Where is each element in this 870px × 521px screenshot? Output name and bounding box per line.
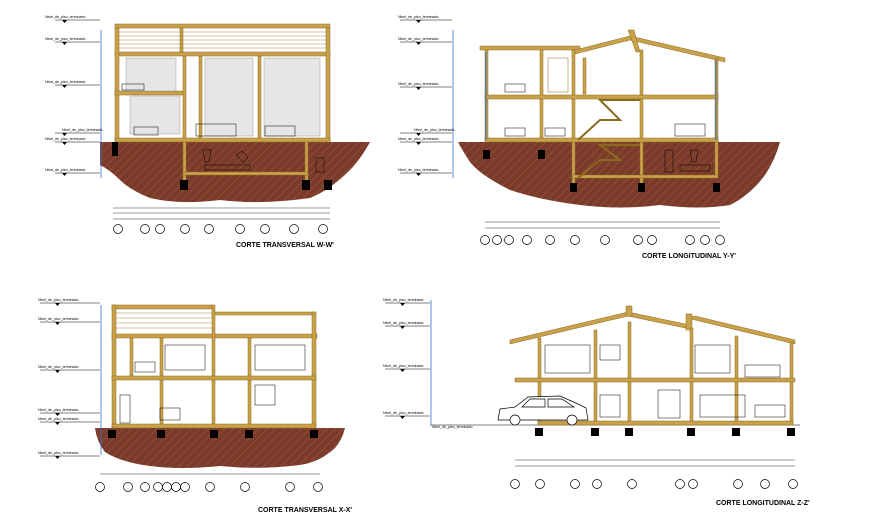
section-c-title: CORTE TRANSVERSAL X-X'	[258, 507, 352, 514]
level-markers-d	[385, 302, 430, 417]
axis-bubbles-a	[113, 224, 328, 234]
section-d-title: CORTE LONGITUDINAL Z-Z'	[716, 500, 810, 507]
level-label: Nivel_de_piso_terminado	[38, 451, 79, 455]
footings-d	[535, 428, 795, 436]
level-label: Nivel_de_piso_terminado	[38, 408, 79, 412]
structure-c	[111, 304, 318, 429]
level-triangles-b	[416, 20, 421, 176]
level-label: Nivel_de_piso_terminado	[38, 365, 79, 369]
axis-bubbles-b	[480, 235, 725, 245]
level-label: Nivel_de_piso_terminado	[414, 128, 455, 132]
furniture-b	[504, 83, 711, 173]
footings-c	[108, 430, 318, 438]
furniture-d	[544, 344, 786, 419]
level-label: Nivel_de_piso_terminado	[398, 37, 439, 41]
level-label: Nivel_de_piso_terminado	[398, 82, 439, 86]
furniture-a	[121, 83, 325, 173]
dimension-lines-d	[515, 459, 795, 467]
dimension-lines-a	[113, 207, 330, 220]
level-triangles-d	[400, 303, 405, 419]
section-b-longitudinal-y: Nivel_de_piso_terminado Nivel_de_piso_te…	[398, 15, 780, 260]
curtains-a	[125, 57, 321, 137]
level-label: Nivel_de_piso_terminado	[38, 317, 79, 321]
level-label: Nivel_de_piso_terminado	[383, 321, 424, 325]
axis-bubbles-d	[510, 479, 798, 489]
dimension-lines-b	[485, 221, 720, 229]
level-label: Nivel_de_piso_terminado	[398, 168, 439, 172]
car-icon	[497, 395, 589, 426]
level-triangles-a	[62, 20, 67, 176]
level-label: Nivel_de_piso_terminado	[45, 15, 86, 19]
footings-a	[112, 142, 332, 190]
level-markers-b	[400, 19, 452, 174]
level-label: Nivel_de_piso_terminado	[38, 298, 79, 302]
level-markers-c	[40, 302, 100, 457]
section-c-transversal-x: Nivel_de_piso_terminado Nivel_de_piso_te…	[38, 298, 352, 514]
structure-d	[509, 305, 796, 426]
level-label: Nivel_de_piso_terminado	[38, 417, 79, 421]
roof-battens-a	[119, 31, 326, 49]
level-label: Nivel_de_piso_terminado	[383, 298, 424, 302]
section-a-title: CORTE TRANSVERSAL W-W'	[236, 242, 334, 249]
level-label: Nivel_de_piso_terminado	[383, 364, 424, 368]
axis-bubbles-c	[95, 482, 323, 492]
section-b-title: CORTE LONGITUDINAL Y-Y'	[642, 253, 736, 260]
level-triangles-c	[55, 303, 60, 459]
level-label: Nivel_de_piso_terminado	[62, 128, 103, 132]
footings-b	[483, 150, 720, 192]
roof-battens-c	[116, 312, 212, 329]
blue-columns-b	[485, 52, 717, 140]
level-label: Nivel_de_piso_terminado	[383, 411, 424, 415]
level-label: Nivel_de_piso_terminado	[45, 80, 86, 84]
level-label: Nivel_de_piso_terminado	[45, 168, 86, 172]
level-label: Nivel_de_piso_terminado	[45, 37, 86, 41]
stair-b	[577, 99, 640, 179]
level-label: Nivel_de_piso_terminado	[398, 137, 439, 141]
level-label: Nivel_de_piso_terminado	[45, 137, 86, 141]
soil-mass-c	[95, 428, 345, 468]
furniture-c	[119, 344, 306, 424]
level-markers-a	[55, 19, 100, 174]
level-label: Nivel_de_piso_terminado	[398, 15, 439, 19]
section-a-transversal-w: Nivel_de_piso_terminado Nivel_de_piso_te…	[45, 15, 370, 249]
level-label: Nivel_de_piso_terminado	[432, 425, 473, 429]
section-d-longitudinal-z: Nivel_de_piso_terminado Nivel_de_piso_te…	[383, 298, 810, 507]
